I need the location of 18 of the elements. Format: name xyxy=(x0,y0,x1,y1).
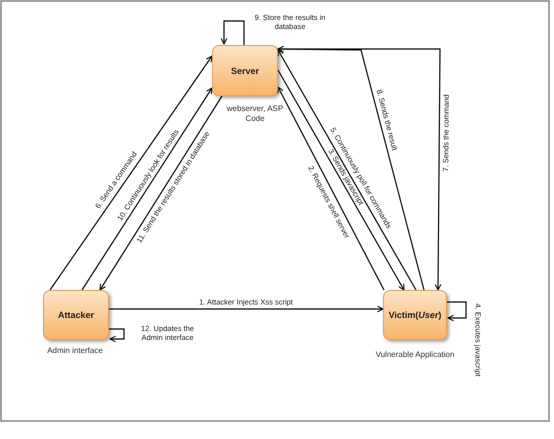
arrow xyxy=(50,55,213,290)
node-label: Victim(User) xyxy=(388,310,442,320)
node-caption: webserver, ASP Code xyxy=(226,104,284,124)
arrow xyxy=(277,70,405,291)
arrow xyxy=(109,306,384,312)
node-label: Server xyxy=(230,66,260,76)
process-box xyxy=(383,290,447,340)
process-box xyxy=(43,290,109,340)
arrow xyxy=(99,96,222,291)
self-loop-arrow xyxy=(220,20,245,45)
node-caption: Admin interface xyxy=(46,346,104,356)
arrow xyxy=(277,86,385,290)
self-loop-arrow xyxy=(109,328,125,342)
process-box xyxy=(212,45,278,96)
node-caption: Vulnerable Application xyxy=(374,350,456,360)
node-label: Attacker xyxy=(58,310,94,320)
self-loop-arrow xyxy=(447,301,467,322)
arrow xyxy=(82,87,213,290)
